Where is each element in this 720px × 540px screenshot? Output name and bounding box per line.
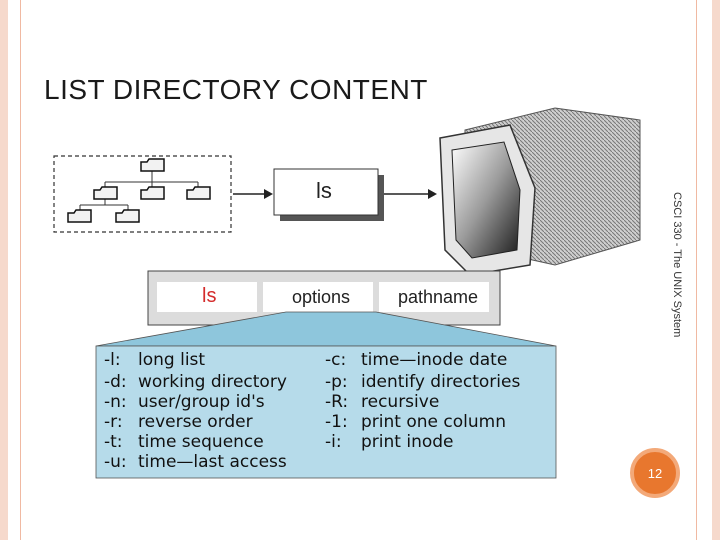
directory-tree [53, 155, 232, 233]
option-flag: -d: [104, 372, 127, 392]
option-flag: -u: [104, 452, 127, 472]
option-flag: -i: [325, 432, 342, 452]
option-desc: identify directories [361, 372, 521, 392]
option-flag: -p: [325, 372, 348, 392]
monitor-icon [439, 107, 641, 276]
option-flag: -R: [325, 392, 349, 412]
option-desc: reverse order [138, 412, 253, 432]
option-flag: -c: [325, 350, 347, 370]
ls-box-label: ls [316, 178, 332, 203]
option-flag: -1: [325, 412, 348, 432]
ls-command-box [273, 168, 384, 221]
arrow-to-monitor [384, 189, 437, 199]
option-desc: recursive [361, 392, 440, 412]
right-rule-line [696, 0, 697, 540]
option-desc: time sequence [138, 432, 264, 452]
left-rule-line [20, 0, 21, 540]
option-desc: long list [138, 350, 206, 370]
option-flag: -l: [104, 350, 121, 370]
right-edge-band [712, 0, 720, 540]
option-desc: time—inode date [361, 350, 508, 370]
syntax-options-label: options [292, 287, 351, 307]
option-desc: working directory [138, 372, 287, 392]
option-flag: -t: [104, 432, 123, 452]
arrow-to-ls [233, 189, 273, 199]
option-flag: -n: [104, 392, 127, 412]
slide-title: LIST DIRECTORY CONTENT [44, 74, 428, 105]
folder-icon [67, 158, 211, 223]
page-number-badge: 12 [630, 448, 680, 498]
left-edge-band [0, 0, 8, 540]
syntax-pathname-label: pathname [398, 287, 479, 307]
option-panel [95, 311, 557, 479]
option-desc: print inode [361, 432, 454, 452]
syntax-command-label: ls [202, 285, 217, 307]
option-desc: time—last access [138, 452, 287, 472]
option-desc: print one column [361, 412, 506, 432]
side-course-text: CSCI 330 - The UNIX System [671, 192, 683, 338]
option-flag: -r: [104, 412, 123, 432]
option-desc: user/group id's [138, 392, 265, 412]
